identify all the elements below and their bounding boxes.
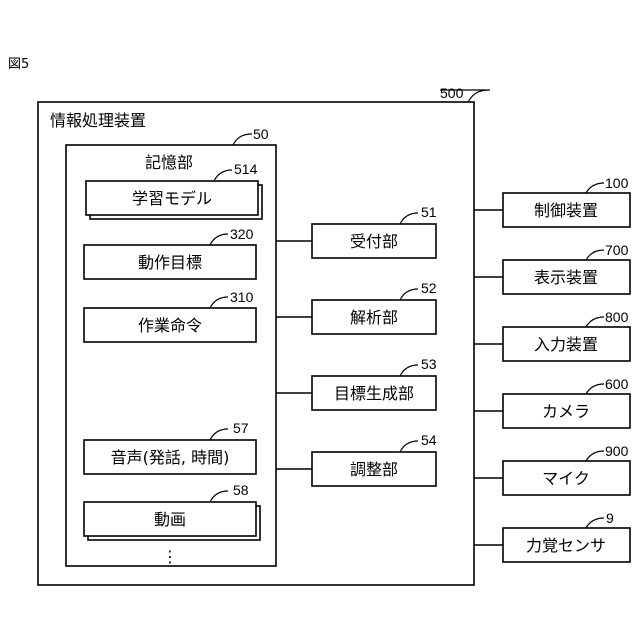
- target-generator-ref: 53: [421, 356, 437, 372]
- camera-label: カメラ: [542, 402, 590, 421]
- camera-ref: 600: [605, 376, 629, 392]
- work-command-ref: 310: [230, 289, 254, 305]
- microphone-ref: 900: [605, 443, 629, 459]
- microphone-ref-leader: [586, 451, 604, 461]
- input-device-ref: 800: [605, 309, 629, 325]
- work-command-label: 作業命令: [138, 316, 202, 335]
- figure-label: 図5: [8, 57, 29, 72]
- voice-ref: 57: [233, 420, 249, 436]
- control-device-ref: 100: [605, 175, 629, 191]
- input-device-ref-leader: [586, 317, 604, 327]
- receiver-ref: 51: [421, 204, 437, 220]
- force-sensor-ref: 9: [606, 510, 614, 526]
- display-device-ref-leader: [586, 250, 604, 260]
- analyzer-label: 解析部: [350, 308, 398, 327]
- info-device-label: 情報処理装置: [50, 111, 146, 130]
- voice-label: 音声(発話, 時間): [111, 448, 230, 467]
- input-device-label: 入力装置: [534, 335, 598, 354]
- storage-ellipsis: ⋮: [162, 547, 178, 566]
- control-device-label: 制御装置: [534, 201, 598, 220]
- storage-ref: 50: [253, 126, 269, 142]
- info-device-ref: 500: [440, 85, 464, 101]
- video-label: 動画: [154, 510, 186, 529]
- control-device-ref-leader: [586, 183, 604, 193]
- microphone-label: マイク: [542, 469, 590, 488]
- learning-model-label: 学習モデル: [132, 189, 212, 208]
- analyzer-ref: 52: [421, 280, 437, 296]
- force-sensor-label: 力覚センサ: [526, 536, 606, 555]
- motion-target-label: 動作目標: [138, 253, 202, 272]
- adjuster-ref: 54: [421, 432, 437, 448]
- camera-ref-leader: [586, 384, 604, 394]
- target-generator-label: 目標生成部: [334, 384, 414, 403]
- video-ref: 58: [233, 482, 249, 498]
- receiver-label: 受付部: [350, 232, 398, 251]
- storage-label: 記憶部: [145, 153, 193, 172]
- force-sensor-ref-leader: [586, 518, 604, 528]
- display-device-label: 表示装置: [534, 268, 598, 287]
- learning-model-ref: 514: [234, 161, 258, 177]
- display-device-ref: 700: [605, 242, 629, 258]
- adjuster-label: 調整部: [350, 460, 398, 479]
- motion-target-ref: 320: [230, 226, 254, 242]
